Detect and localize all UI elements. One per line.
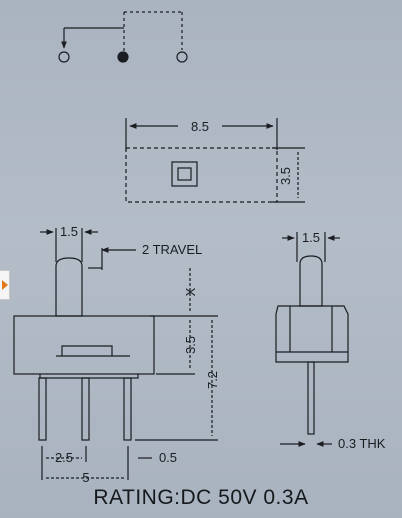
side-tab-button[interactable] <box>0 270 10 300</box>
pin-width-label: 0.5 <box>159 450 177 465</box>
top-width-label: 8.5 <box>191 119 209 134</box>
side-view <box>13 228 218 480</box>
travel-label: 2 TRAVEL <box>142 242 202 257</box>
pin-pitch-label: 2.5 <box>55 450 73 465</box>
thickness-label: 0.3 THK <box>338 436 386 451</box>
actuator-width-label: 1.5 <box>60 224 78 239</box>
pin-length-label: 7.2 <box>205 371 220 389</box>
top-view <box>125 118 305 203</box>
end-view-pin <box>307 361 315 435</box>
side-pin-mid <box>81 377 90 441</box>
side-view-actuator <box>55 257 83 317</box>
end-view <box>275 232 349 447</box>
top-view-body <box>125 147 278 203</box>
rating-text: RATING:DC 50V 0.3A <box>93 486 309 509</box>
travel-x-label: X <box>183 287 198 296</box>
schematic-terminal-right <box>176 51 188 63</box>
top-view-actuator <box>171 161 198 187</box>
top-height-label: 3.5 <box>278 167 293 185</box>
end-view-body <box>275 305 349 363</box>
body-height-label: 3.5 <box>183 336 198 354</box>
side-view-body <box>13 315 155 375</box>
side-pin-left <box>38 377 47 441</box>
end-actuator-width-label: 1.5 <box>302 230 320 245</box>
schematic-terminal-left <box>58 51 70 63</box>
pin-span-label: 5 <box>82 470 89 485</box>
end-view-actuator <box>299 255 323 307</box>
schematic-terminal-common <box>117 51 129 63</box>
side-pin-right <box>123 377 132 441</box>
schematic-symbol <box>58 11 188 63</box>
arrow-right-icon <box>2 280 8 290</box>
